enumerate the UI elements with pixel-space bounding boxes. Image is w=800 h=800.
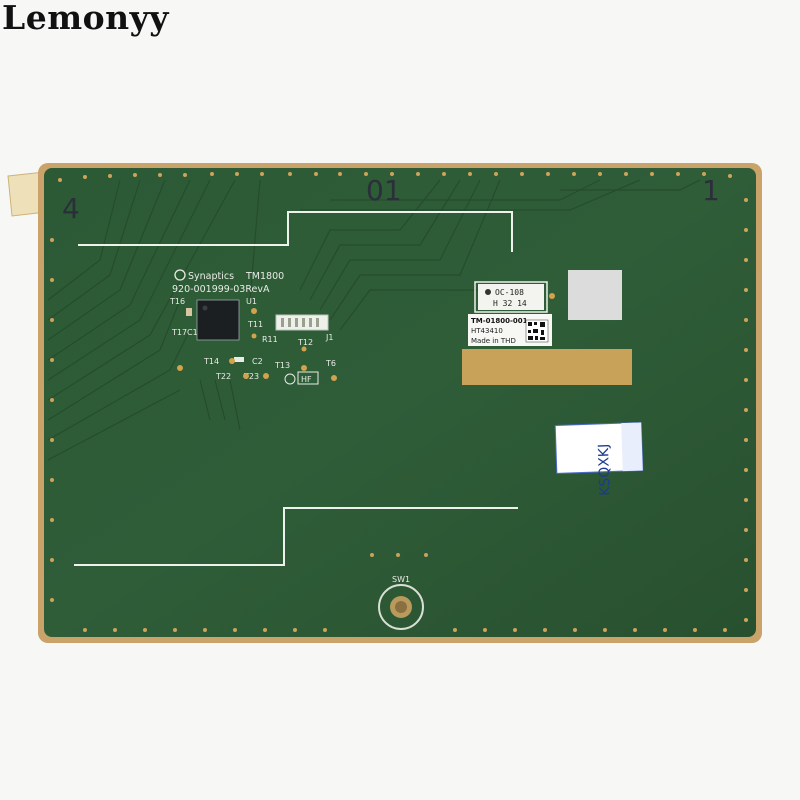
label-t22: T22 <box>215 372 231 381</box>
label-hf: HF <box>301 375 312 384</box>
pcb-traces <box>47 179 701 461</box>
chip-part-number: 920-001999-03RevA <box>172 284 270 295</box>
watermark-text: Lemonyy <box>2 0 169 37</box>
label-sw1: SW1 <box>392 575 410 584</box>
oc-line1: OC-108 <box>495 288 524 297</box>
white-label-line2: HT43410 <box>471 327 503 335</box>
synaptics-logo-icon <box>174 269 186 281</box>
label-t13: T13 <box>274 361 290 370</box>
label-c2: C2 <box>252 357 263 366</box>
oc-label-box <box>474 281 548 313</box>
chip-model: TM1800 <box>245 271 284 282</box>
label-t11: T11 <box>247 320 263 329</box>
test-pads <box>177 293 555 381</box>
label-t17: T17 <box>171 328 187 337</box>
white-label-line3: Made in THD <box>471 337 516 345</box>
white-label-line1: TM-01800-001 <box>471 317 528 325</box>
label-t14: T14 <box>203 357 219 366</box>
pen-mark-right: 1 <box>702 174 720 207</box>
label-t16: T16 <box>169 297 185 306</box>
label-t12: T12 <box>297 338 313 347</box>
qr-code-icon <box>525 319 549 343</box>
pen-mark-middle: 01 <box>366 174 402 207</box>
blue-sticker: KSQXKJ <box>554 421 644 497</box>
label-t23: T23 <box>243 372 259 381</box>
chip-brand: Synaptics <box>188 271 234 282</box>
pcb-surface <box>44 168 756 637</box>
silk-outline <box>74 211 518 566</box>
label-u1: U1 <box>246 297 257 306</box>
perimeter-vias <box>50 172 748 632</box>
label-t6: T6 <box>325 359 336 368</box>
gold-contact-bar <box>462 349 632 385</box>
recycle-icon <box>284 373 296 385</box>
gray-pad <box>568 270 622 320</box>
label-c1: C1 <box>187 328 198 337</box>
label-j1: J1 <box>325 333 333 342</box>
pen-mark-left: 4 <box>62 192 80 225</box>
switch-sw1-ring[interactable] <box>378 584 424 630</box>
blue-sticker-code: KSQXKJ <box>596 444 614 497</box>
chip-u1 <box>196 299 240 341</box>
label-r11: R11 <box>262 335 278 344</box>
oc-logo-icon <box>485 289 491 295</box>
oc-line2: H 32 14 <box>493 299 527 308</box>
